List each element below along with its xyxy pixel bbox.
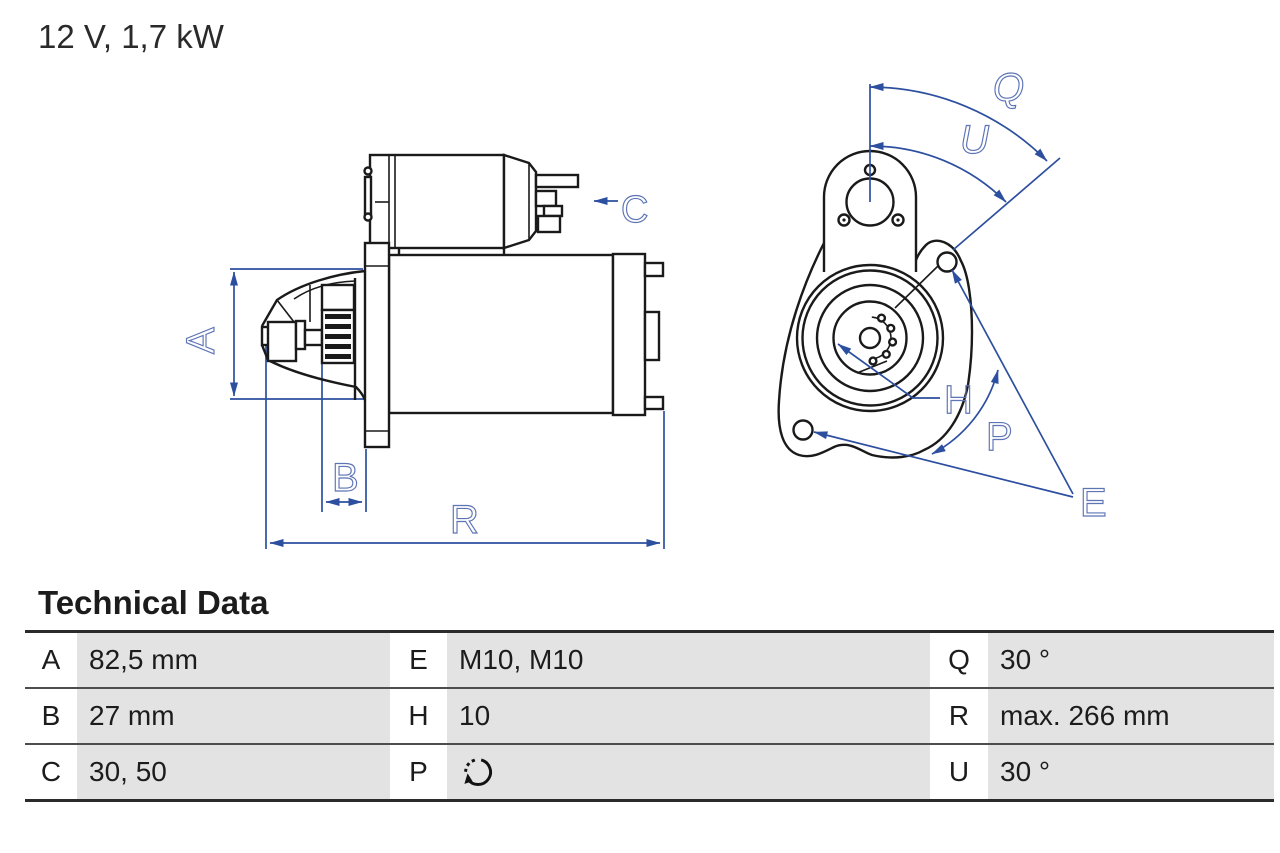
power-rating-title: 12 V, 1,7 kW [38,18,224,55]
param-key: B [25,689,77,743]
param-value: 30 ° [988,745,1274,799]
bolt-hole-top-right [936,251,958,273]
param-key: C [25,745,77,799]
starter-motor-side-view: A B R C [178,153,665,549]
param-value: 82,5 mm [77,633,390,687]
shaft-center [858,326,882,350]
param-key: R [930,689,988,743]
param-value: max. 266 mm [988,689,1274,743]
drive-end-front [795,263,945,413]
param-value: 27 mm [77,689,390,743]
dimension-label-q: Q [993,66,1024,110]
table-row: A 82,5 mm E M10, M10 Q 30 ° [25,633,1274,689]
mounting-flange-front [777,239,974,459]
dimension-label-p: P [986,415,1013,459]
bolt-hole-bottom-left [792,419,814,441]
dimension-label-r: R [450,498,479,542]
dimension-label-e: E [1080,481,1107,525]
dimension-label-u: U [960,118,990,162]
dimension-label-c: C [621,189,648,231]
dimension-label-b: B [332,456,359,500]
drive-end-side [260,269,367,401]
front-view-dimension-lines [813,83,1074,498]
mounting-flange-side [363,241,391,449]
technical-drawing: A B R C [178,65,1107,549]
param-key: Q [930,633,988,687]
param-value: M10, M10 [447,633,930,687]
technical-data-table: A 82,5 mm E M10, M10 Q 30 ° B 27 mm H 10… [25,630,1274,802]
param-key: P [390,745,447,799]
side-view-dimension-lines [230,197,665,549]
technical-data-heading: Technical Data [38,584,269,621]
rotation-direction-icon [464,758,492,786]
dimension-label-h: H [944,378,973,422]
param-value: 10 [447,689,930,743]
table-row: B 27 mm H 10 R max. 266 mm [25,689,1274,745]
param-key: A [25,633,77,687]
param-value: 30 ° [988,633,1274,687]
solenoid-side [363,153,580,255]
param-key: E [390,633,447,687]
param-key: H [390,689,447,743]
starter-motor-front-view: Q U H P E [777,65,1107,526]
table-row: C 30, 50 P U 30 ° [25,745,1274,799]
param-key: U [930,745,988,799]
motor-body-side [387,252,665,417]
param-value-icon [447,745,930,799]
dimension-label-a: A [179,327,223,354]
param-value: 30, 50 [77,745,390,799]
